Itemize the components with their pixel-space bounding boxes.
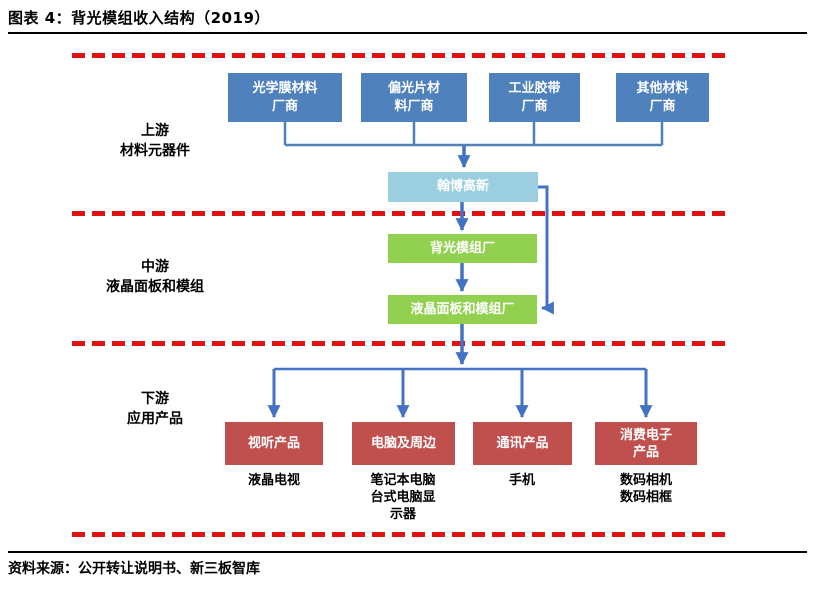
divider-upstream-midstream	[72, 211, 728, 216]
downstream-box-computer: 电脑及周边	[352, 422, 455, 465]
supplier-bracket	[283, 122, 664, 147]
midstream-box-backlight-module: 背光模组厂	[388, 234, 537, 263]
downstream-box-communication: 通讯产品	[473, 422, 572, 465]
title-rule	[8, 32, 807, 34]
figure-title: 图表 4：背光模组收入结构（2019）	[8, 9, 270, 27]
source-note: 资料来源：公开转让说明书、新三板智库	[8, 561, 260, 577]
midstream-box-lcd-panel-module: 液晶面板和模组厂	[388, 295, 537, 324]
stage-label-downstream: 下游 应用产品	[127, 391, 183, 427]
stage-label-midstream: 中游 液晶面板和模组	[106, 259, 204, 295]
product-label-lcd-tv: 液晶电视	[247, 473, 300, 488]
divider-bottom	[72, 532, 728, 537]
supplier-box-other-materials: 其他材料 厂商	[616, 73, 709, 122]
supplier-box-optical-film: 光学膜材料 厂商	[228, 73, 342, 122]
company-bypass-arrow	[538, 185, 554, 315]
company-box: 翰博高新	[388, 172, 538, 202]
supplier-box-industrial-tape: 工业胶带 厂商	[489, 73, 580, 122]
source-rule	[8, 551, 807, 553]
supplier-box-polarizer: 偏光片材 料厂商	[361, 73, 467, 122]
product-label-mobile-phone: 手机	[508, 473, 535, 488]
divider-top	[72, 53, 728, 58]
downstream-box-av-products: 视听产品	[225, 422, 323, 465]
stage-label-upstream: 上游 材料元器件	[120, 123, 190, 159]
divider-midstream-downstream	[72, 341, 728, 346]
product-label-digital-camera: 数码相机 数码相框	[619, 473, 672, 505]
product-label-computers: 笔记本电脑 台式电脑显 示器	[370, 473, 436, 522]
downstream-box-consumer-electronics: 消费电子 产品	[595, 422, 697, 465]
downstream-branch	[267, 367, 653, 419]
